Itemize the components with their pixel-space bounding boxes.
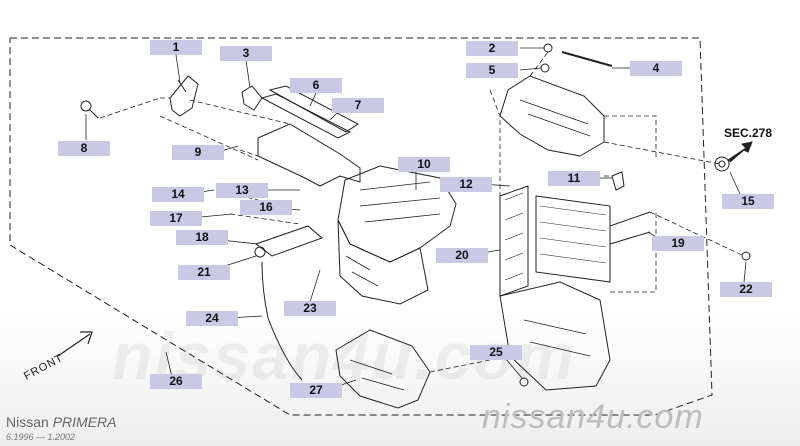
callout-5: 5 — [466, 63, 518, 78]
callout-20: 20 — [436, 248, 488, 263]
part-25-lower-housing — [499, 281, 611, 391]
part-3-bracket — [241, 85, 263, 111]
part-19-heater-core — [535, 195, 611, 283]
part-2-clip — [543, 43, 553, 53]
callout-17: 17 — [150, 211, 202, 226]
part-1-bracket — [169, 75, 199, 117]
brand-site: nissan4u.com — [482, 398, 704, 436]
sec-278-arrow — [727, 141, 753, 163]
part-20-filter — [499, 185, 529, 297]
callout-6: 6 — [290, 78, 342, 93]
callout-1: 1 — [150, 40, 202, 55]
part-15-grommet — [714, 156, 730, 172]
callout-22: 22 — [720, 282, 772, 297]
callout-27: 27 — [290, 383, 342, 398]
brand-make: Nissan — [6, 414, 49, 430]
callout-23: 23 — [284, 301, 336, 316]
part-5-clip — [540, 63, 550, 73]
callout-14: 14 — [152, 187, 204, 202]
boundary-outline — [9, 37, 713, 416]
callout-2: 2 — [466, 41, 518, 56]
callout-7: 7 — [332, 98, 384, 113]
part-18-plate — [254, 225, 323, 257]
heater-unit-body — [257, 123, 361, 187]
part-8-screw — [80, 100, 99, 119]
front-arrow — [57, 331, 93, 357]
callout-8: 8 — [58, 141, 110, 156]
brand-years: 6.1996 — 1.2002 — [6, 432, 76, 442]
callout-10: 10 — [398, 157, 450, 172]
callout-11: 11 — [548, 171, 600, 186]
callout-25: 25 — [470, 345, 522, 360]
callout-3: 3 — [220, 46, 272, 61]
callout-18: 18 — [176, 230, 228, 245]
callout-12: 12 — [440, 177, 492, 192]
callout-16: 16 — [240, 200, 292, 215]
part-6-strip — [268, 85, 359, 133]
brand-model: Nissan PRIMERA — [6, 414, 116, 430]
part-23-lower-case — [337, 219, 429, 305]
part-19-pipes — [609, 211, 651, 245]
callout-19: 19 — [652, 236, 704, 251]
callout-9: 9 — [172, 145, 224, 160]
part-11-clip — [611, 171, 625, 191]
callout-21: 21 — [178, 265, 230, 280]
part-24-cable — [261, 261, 303, 381]
callout-4: 4 — [630, 61, 682, 76]
section-reference: SEC.278 — [724, 126, 773, 140]
callout-26: 26 — [150, 374, 202, 389]
callout-15: 15 — [722, 194, 774, 209]
brand-model-name: PRIMERA — [52, 414, 117, 430]
part-21-clip — [254, 246, 266, 258]
part-12-upper-housing — [499, 75, 605, 157]
part-7-strip — [260, 93, 352, 139]
callout-13: 13 — [216, 183, 268, 198]
part-22-screw — [741, 251, 751, 261]
part-27-duct — [335, 329, 431, 409]
part-4-rod — [561, 51, 613, 67]
callout-24: 24 — [186, 311, 238, 326]
